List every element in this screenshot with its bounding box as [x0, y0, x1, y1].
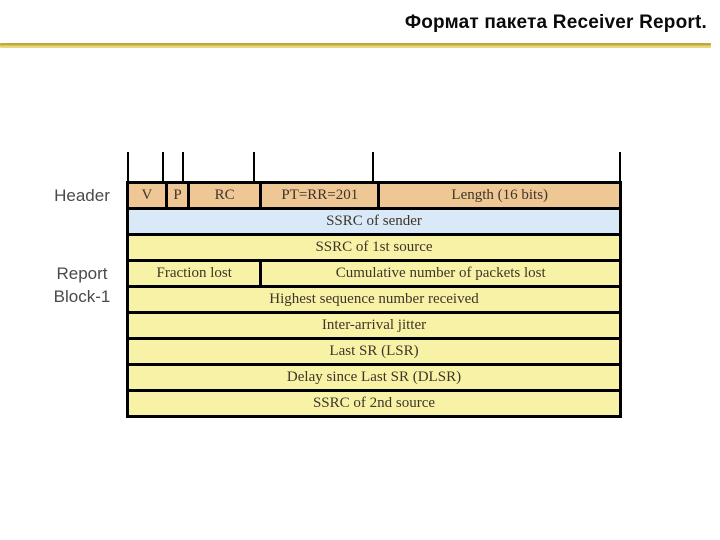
title-underline-rule: [0, 43, 711, 48]
field-fraction-lost: Fraction lost: [129, 262, 260, 285]
field-length: Length (16 bits): [380, 184, 619, 207]
field-delay-since-last-sr: Delay since Last SR (DLSR): [129, 366, 619, 389]
tick-mark: [372, 152, 374, 181]
field-packet-type: PT=RR=201: [262, 184, 378, 207]
packet-row: Inter-arrival jitter: [129, 314, 619, 337]
tick-mark: [253, 152, 255, 181]
packet-row: SSRC of 2nd source: [129, 392, 619, 415]
field-last-sr: Last SR (LSR): [129, 340, 619, 363]
tick-mark: [127, 152, 129, 181]
packet-row: Highest sequence number received: [129, 288, 619, 311]
field-ssrc-sender: SSRC of sender: [129, 210, 619, 233]
field-ssrc-1st-source: SSRC of 1st source: [129, 236, 619, 259]
label-report-block: Report Block-1: [37, 262, 127, 308]
field-interarrival-jitter: Inter-arrival jitter: [129, 314, 619, 337]
packet-row: Fraction lost Cumulative number of packe…: [129, 262, 619, 285]
field-cumulative-lost: Cumulative number of packets lost: [262, 262, 619, 285]
field-highest-seq: Highest sequence number received: [129, 288, 619, 311]
label-report-block-line2: Block-1: [53, 287, 111, 306]
packet-diagram: V P RC PT=RR=201 Length (16 bits) SSRC o…: [126, 181, 622, 418]
page-title: Формат пакета Receiver Report.: [404, 12, 707, 33]
packet-row: Last SR (LSR): [129, 340, 619, 363]
packet-header-row: V P RC PT=RR=201 Length (16 bits): [129, 184, 619, 207]
field-padding: P: [167, 184, 188, 207]
field-version: V: [129, 184, 165, 207]
field-ssrc-2nd-source: SSRC of 2nd source: [129, 392, 619, 415]
tick-mark: [182, 152, 184, 181]
tick-mark: [162, 152, 164, 181]
packet-row: Delay since Last SR (DLSR): [129, 366, 619, 389]
packet-row: SSRC of 1st source: [129, 236, 619, 259]
tick-mark: [619, 152, 621, 181]
packet-row: SSRC of sender: [129, 210, 619, 233]
label-report-block-line1: Report: [56, 264, 108, 283]
label-header: Header: [54, 186, 110, 205]
field-report-count: RC: [190, 184, 260, 207]
